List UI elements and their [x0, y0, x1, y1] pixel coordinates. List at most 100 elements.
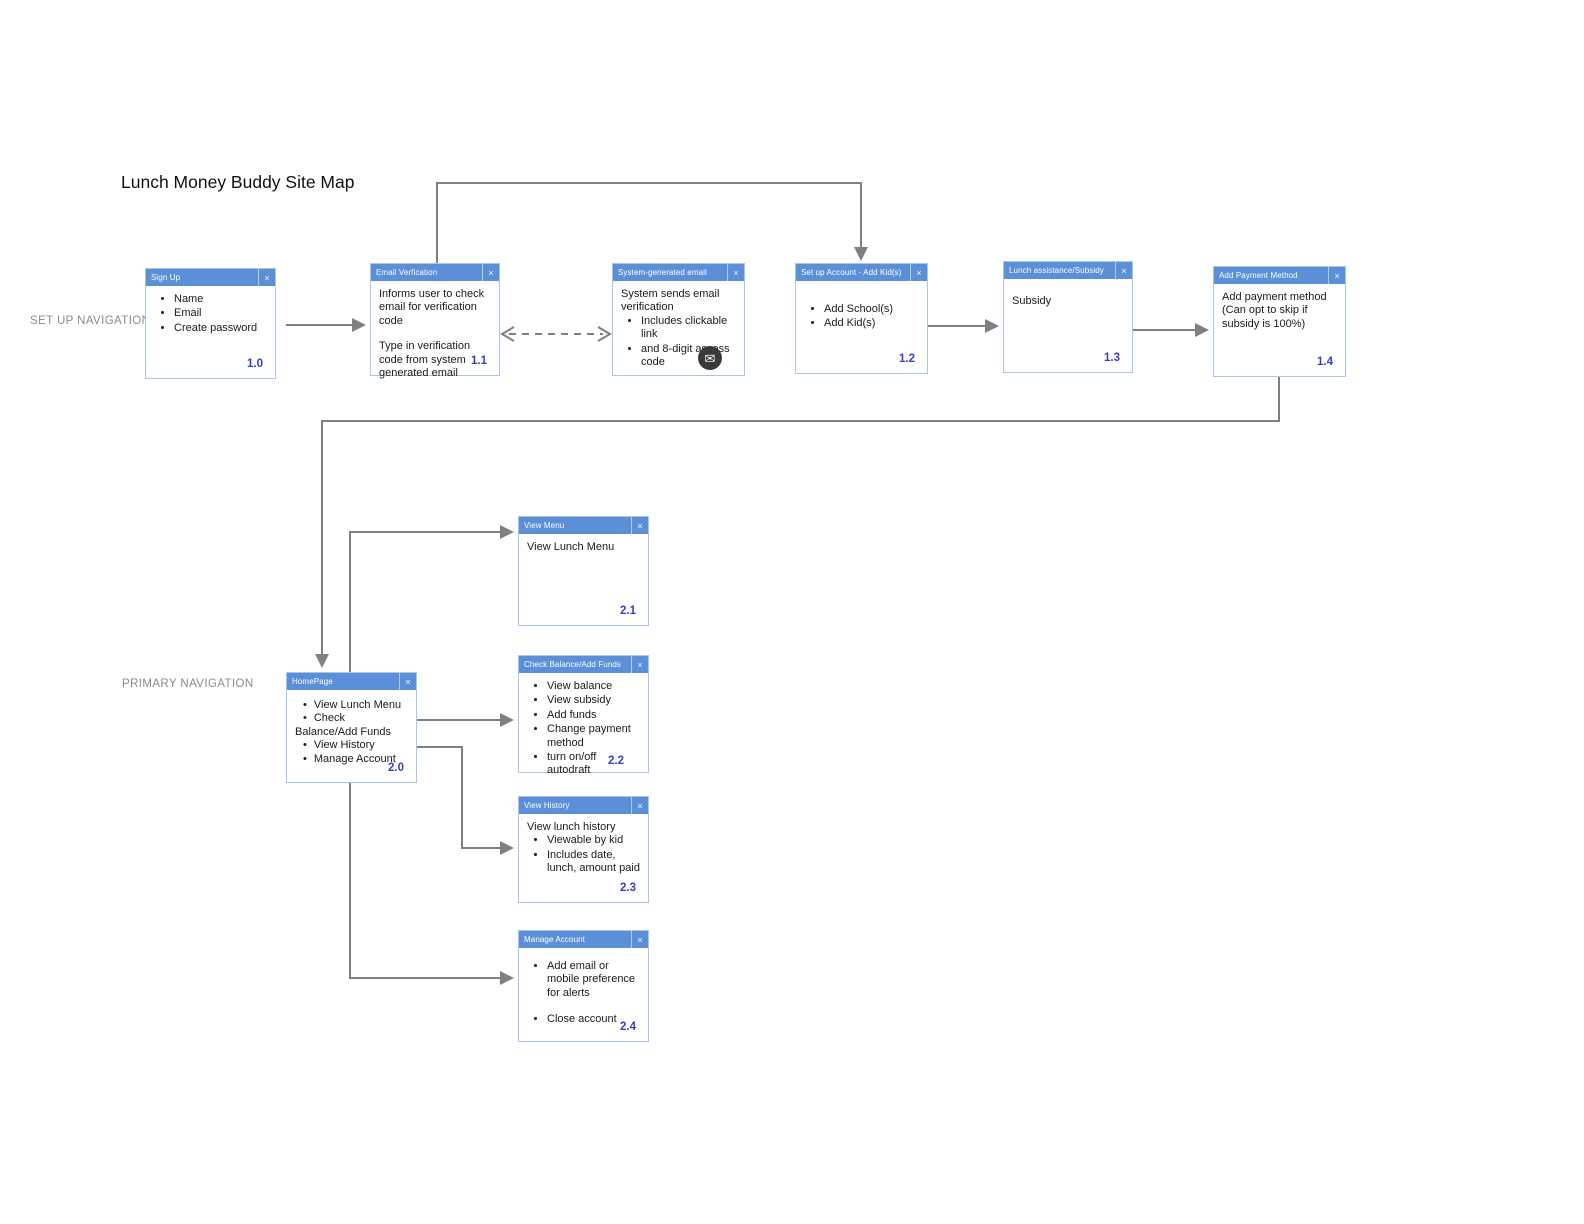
box-title: HomePage — [292, 677, 333, 686]
connector-homepage-to-view-history — [417, 746, 514, 855]
box-homepage[interactable]: HomePage × View Lunch MenuCheck Balance/… — [286, 672, 417, 783]
list-item: Check Balance/Add Funds — [295, 712, 410, 739]
body-text: Informs user to check email for verifica… — [379, 288, 485, 327]
box-number: 2.0 — [388, 761, 404, 774]
box-lunch-subsidy[interactable]: Lunch assistance/Subsidy × Subsidy 1.3 — [1003, 261, 1133, 373]
list-item: Add funds — [547, 709, 642, 722]
box-email-verification[interactable]: Email Verfication × Informs user to chec… — [370, 263, 500, 379]
box-view-menu[interactable]: View Menu × View Lunch Menu 2.1 — [518, 516, 649, 626]
list-item: Viewable by kid — [547, 834, 642, 847]
box-view-history[interactable]: View History × View lunch history Viewab… — [518, 796, 649, 903]
connector-homepage-to-check-balance — [417, 713, 514, 727]
list-item: Add Kid(s) — [824, 317, 921, 330]
connector-homepage-to-view-menu — [349, 525, 514, 672]
box-setup-account-body: Add School(s)Add Kid(s) 1.2 — [796, 281, 927, 373]
list-item: Includes date, lunch, amount paid — [547, 849, 642, 876]
list-item: turn on/off autodraft — [547, 751, 642, 778]
page-title: Lunch Money Buddy Site Map — [121, 172, 355, 192]
box-check-balance[interactable]: Check Balance/Add Funds × View balanceVi… — [518, 655, 649, 776]
close-icon[interactable]: × — [631, 517, 648, 534]
connector-email-verification-to-setup-account — [436, 182, 868, 263]
box-number: 2.2 — [608, 754, 624, 767]
box-add-payment-header: Add Payment Method × — [1214, 267, 1345, 284]
box-add-payment[interactable]: Add Payment Method × Add payment method … — [1213, 266, 1346, 377]
setup-navigation-label: SET UP NAVIGATION — [30, 315, 151, 327]
body-text: View lunch history — [527, 821, 616, 833]
list-item: Close account — [547, 1013, 642, 1026]
box-title: Add Payment Method — [1219, 271, 1298, 280]
box-title: Set up Account - Add Kid(s) — [801, 268, 902, 277]
close-icon[interactable]: × — [1115, 262, 1132, 279]
box-view-menu-body: View Lunch Menu 2.1 — [519, 534, 648, 625]
close-icon[interactable]: × — [482, 264, 499, 281]
box-title: Sign Up — [151, 273, 181, 282]
box-title: Check Balance/Add Funds — [524, 660, 622, 669]
box-number: 1.2 — [899, 352, 915, 365]
box-system-email-body: System sends email verification Includes… — [613, 281, 744, 375]
box-title: View Menu — [524, 521, 565, 530]
envelope-glyph: ✉ — [704, 350, 716, 366]
box-view-menu-header: View Menu × — [519, 517, 648, 534]
close-icon[interactable]: × — [399, 673, 416, 690]
close-icon[interactable]: × — [910, 264, 927, 281]
box-setup-account-header: Set up Account - Add Kid(s) × — [796, 264, 927, 281]
list-item: Includes clickable link — [641, 315, 738, 342]
box-lunch-subsidy-body: Subsidy 1.3 — [1004, 279, 1132, 372]
connector-add-payment-to-homepage — [315, 377, 1280, 668]
close-icon[interactable]: × — [631, 797, 648, 814]
connector-signup-to-email-verification — [286, 318, 366, 332]
bullet-list: View balanceView subsidyAdd fundsChange … — [527, 680, 642, 778]
list-item: and 8-digit access code — [641, 343, 738, 370]
body-text: Add payment method (Can opt to skip if s… — [1222, 291, 1327, 330]
box-view-history-body: View lunch history Viewable by kidInclud… — [519, 814, 648, 902]
box-title: System-generated email — [618, 268, 707, 277]
box-system-email-header: System-generated email × — [613, 264, 744, 281]
body-text: Subsidy — [1012, 295, 1052, 307]
list-item: View History — [295, 739, 410, 752]
list-item: View balance — [547, 680, 642, 693]
close-icon[interactable]: × — [727, 264, 744, 281]
list-item: Add email or mobile preference for alert… — [547, 960, 642, 1000]
close-icon[interactable]: × — [631, 931, 648, 948]
box-check-balance-body: View balanceView subsidyAdd fundsChange … — [519, 673, 648, 776]
bullet-list: Add email or mobile preference for alert… — [527, 960, 642, 1027]
box-title: Email Verfication — [376, 268, 438, 277]
body-text: View Lunch Menu — [527, 541, 615, 553]
box-email-verification-body: Informs user to check email for verifica… — [371, 281, 499, 379]
box-title: View History — [524, 801, 570, 810]
connector-setup-account-to-subsidy — [928, 319, 999, 333]
box-lunch-subsidy-header: Lunch assistance/Subsidy × — [1004, 262, 1132, 279]
connector-homepage-to-manage-account — [349, 783, 514, 985]
box-homepage-header: HomePage × — [287, 673, 416, 690]
box-setup-account[interactable]: Set up Account - Add Kid(s) × Add School… — [795, 263, 928, 374]
close-icon[interactable]: × — [1328, 267, 1345, 284]
box-manage-account-header: Manage Account × — [519, 931, 648, 948]
list-item: Change payment method — [547, 723, 642, 750]
box-system-email[interactable]: System-generated email × System sends em… — [612, 263, 745, 376]
box-homepage-body: View Lunch MenuCheck Balance/Add FundsVi… — [287, 690, 416, 782]
box-manage-account-body: Add email or mobile preference for alert… — [519, 948, 648, 1041]
box-email-verification-header: Email Verfication × — [371, 264, 499, 281]
box-number: 1.0 — [247, 357, 263, 370]
body-text: System sends email verification — [621, 288, 720, 314]
box-manage-account[interactable]: Manage Account × Add email or mobile pre… — [518, 930, 649, 1042]
connector-email-verification-system-email-dashed — [500, 326, 612, 342]
primary-navigation-label: PRIMARY NAVIGATION — [122, 678, 254, 690]
bullet-list: Add School(s)Add Kid(s) — [804, 303, 921, 331]
box-number: 2.4 — [620, 1020, 636, 1033]
list-item: View subsidy — [547, 694, 642, 707]
box-number: 1.1 — [471, 354, 487, 367]
list-item: Add School(s) — [824, 303, 921, 316]
box-title: Lunch assistance/Subsidy — [1009, 266, 1104, 275]
bullet-list: Viewable by kidIncludes date, lunch, amo… — [527, 834, 642, 875]
list-item: Create password — [174, 322, 269, 335]
close-icon[interactable]: × — [258, 269, 275, 286]
bullet-list: View Lunch MenuCheck Balance/Add FundsVi… — [295, 699, 410, 766]
box-number: 1.4 — [1317, 355, 1333, 368]
list-item: Manage Account — [295, 753, 410, 766]
box-signup[interactable]: Sign Up × NameEmailCreate password 1.0 — [145, 268, 276, 379]
close-icon[interactable]: × — [631, 656, 648, 673]
box-view-history-header: View History × — [519, 797, 648, 814]
